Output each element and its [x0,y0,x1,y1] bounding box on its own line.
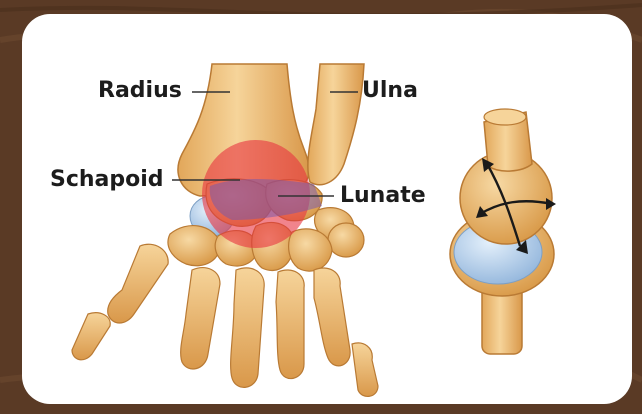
radius-label: Radius [98,78,182,104]
metacarpal-3 [231,268,265,387]
upper-shaft-end [484,109,526,125]
metacarpal-4 [276,270,304,379]
wrist-anatomy-diagram [22,14,632,404]
lunate-label: Lunate [340,183,426,209]
ball-and-socket-joint-icon [450,109,554,354]
trapezium-bone [168,226,220,266]
ulna-bone [308,64,364,185]
phalanx-fragment [72,313,110,360]
pisiform-bone [328,223,364,257]
scaphoid-label: Schapoid [50,167,164,193]
metacarpal-1 [108,244,168,323]
ulna-label: Ulna [362,78,418,104]
wrist-bones [72,64,378,396]
phalanx-fragment [352,343,378,396]
diagram-card: Radius Ulna Schapoid Lunate [22,14,632,404]
metacarpal-5 [314,268,350,366]
metacarpal-2 [181,268,220,369]
